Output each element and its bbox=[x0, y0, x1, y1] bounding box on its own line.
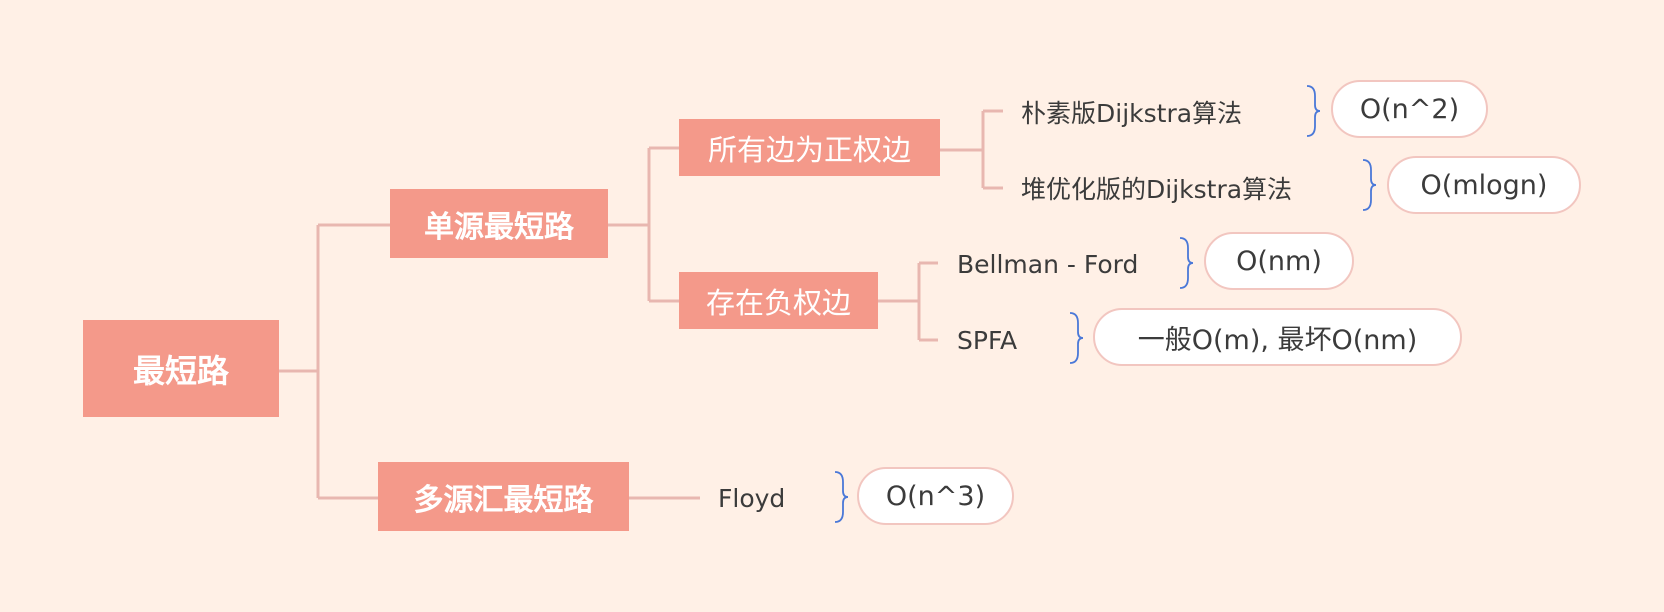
multi-source-node[interactable]: 多源汇最短路 bbox=[378, 462, 629, 531]
spfa-leaf[interactable]: SPFA bbox=[957, 320, 1017, 360]
connector-negative bbox=[878, 261, 938, 342]
connector-all-positive bbox=[940, 109, 1003, 190]
bellman-ford-complexity[interactable]: O(nm) bbox=[1204, 232, 1354, 290]
brace-bellman-ford bbox=[1179, 237, 1194, 289]
heap-dijkstra-complexity[interactable]: O(mlogn) bbox=[1387, 156, 1581, 214]
all-positive-node[interactable]: 所有边为正权边 bbox=[679, 119, 940, 176]
bellman-ford-complexity-text: O(nm) bbox=[1236, 245, 1322, 277]
all-positive-label: 所有边为正权边 bbox=[707, 132, 911, 167]
heap-dijkstra-label: 堆优化版的Dijkstra算法 bbox=[1021, 175, 1293, 204]
brace-spfa bbox=[1069, 312, 1084, 364]
brace-heap-dijkstra bbox=[1362, 159, 1377, 211]
connector-single-source bbox=[608, 146, 679, 303]
spfa-complexity-text: 一般O(m), 最坏O(nm) bbox=[1137, 324, 1418, 356]
heap-dijkstra-leaf[interactable]: 堆优化版的Dijkstra算法 bbox=[1021, 168, 1292, 208]
multi-source-label: 多源汇最短路 bbox=[413, 482, 594, 518]
naive-dijkstra-leaf[interactable]: 朴素版Dijkstra算法 bbox=[1021, 92, 1242, 132]
naive-dijkstra-complexity-text: O(n^2) bbox=[1359, 93, 1460, 125]
floyd-complexity-text: O(n^3) bbox=[885, 480, 986, 512]
heap-dijkstra-complexity-text: O(mlogn) bbox=[1420, 169, 1548, 201]
brace-floyd bbox=[834, 471, 849, 523]
single-source-node[interactable]: 单源最短路 bbox=[390, 189, 608, 258]
brace-naive-dijkstra bbox=[1306, 85, 1321, 137]
root-node[interactable]: 最短路 bbox=[83, 320, 279, 417]
spfa-label: SPFA bbox=[957, 325, 1018, 355]
floyd-label: Floyd bbox=[718, 483, 786, 513]
negative-weights-label: 存在负权边 bbox=[705, 285, 851, 320]
floyd-leaf[interactable]: Floyd bbox=[718, 478, 785, 518]
naive-dijkstra-label: 朴素版Dijkstra算法 bbox=[1021, 99, 1243, 128]
floyd-complexity[interactable]: O(n^3) bbox=[857, 467, 1014, 525]
naive-dijkstra-complexity[interactable]: O(n^2) bbox=[1331, 80, 1488, 138]
bellman-ford-leaf[interactable]: Bellman - Ford bbox=[957, 244, 1138, 284]
bellman-ford-label: Bellman - Ford bbox=[957, 249, 1139, 279]
connector-root bbox=[279, 223, 390, 500]
single-source-label: 单源最短路 bbox=[424, 209, 574, 245]
negative-weights-node[interactable]: 存在负权边 bbox=[679, 272, 878, 329]
root-label: 最短路 bbox=[132, 351, 229, 390]
spfa-complexity[interactable]: 一般O(m), 最坏O(nm) bbox=[1093, 308, 1462, 366]
